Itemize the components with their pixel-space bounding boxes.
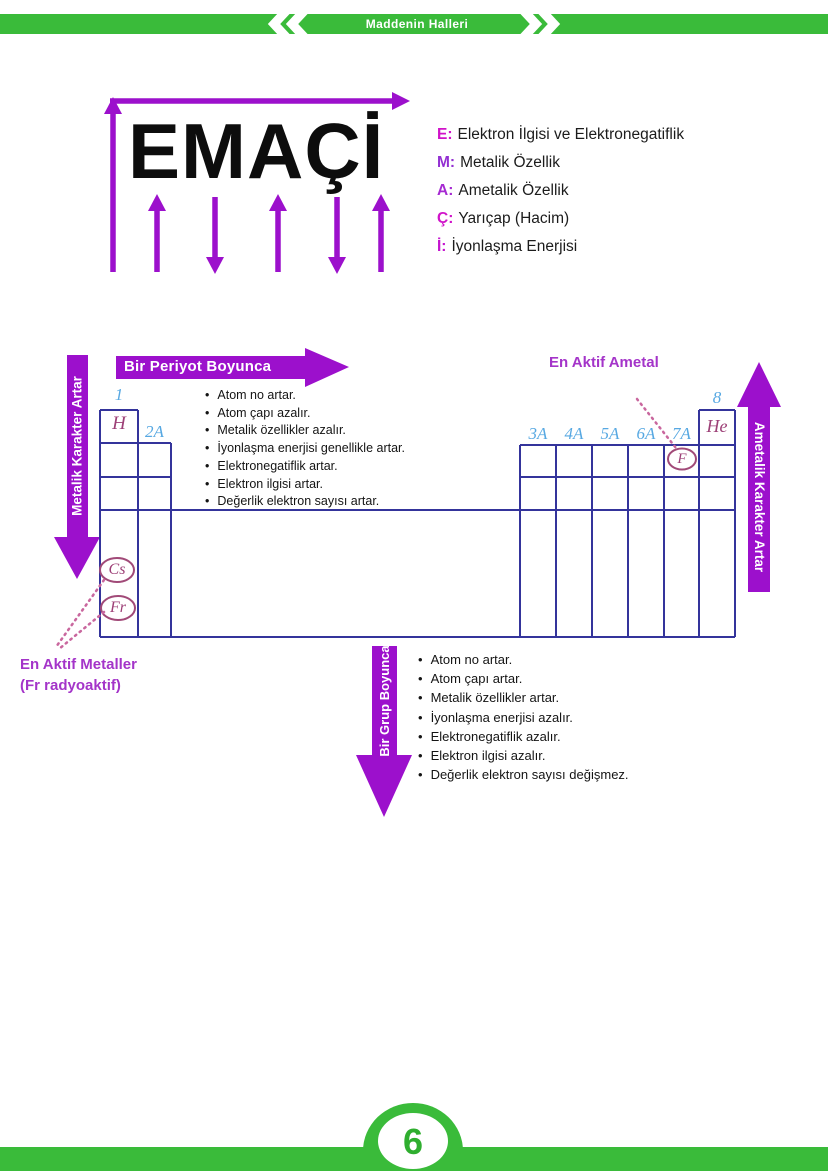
list-item: • Elektronegatiflik artar. (205, 458, 465, 476)
bullet-icon: • (205, 423, 210, 438)
bullet-icon: • (205, 494, 210, 509)
most-active-metals-note: En Aktif Metaller (Fr radyoaktif) (20, 654, 137, 696)
element-cs: Cs (108, 561, 126, 578)
bullet-icon: • (418, 748, 423, 764)
legend-letter-m: M: (437, 154, 456, 171)
legend-row-m: M:Metalik Özellik (437, 149, 727, 177)
list-item: • Metalik özellikler artar. (418, 688, 698, 707)
legend-letter-i: İ: (437, 238, 447, 255)
bullet-icon: • (418, 728, 423, 744)
bullet-text: İyonlaşma enerjisi azalır. (430, 709, 573, 725)
legend-letter-e: E: (437, 126, 453, 143)
metalik-arrow-label: Metalik Karakter Artar (69, 376, 85, 516)
list-item: • Atom çapı azalır. (205, 405, 465, 423)
bullet-text: Elektron ilgisi azalır. (430, 748, 546, 764)
bullet-text: Metalik özellikler azalır. (217, 423, 346, 438)
bullet-icon: • (205, 441, 210, 456)
metalik-arrow (54, 355, 100, 579)
bullet-icon: • (205, 405, 210, 420)
bullet-text: Değerlik elektron sayısı değişmez. (430, 767, 629, 783)
legend-row-e: E:Elektron İlgisi ve Elektronegatiflik (437, 121, 727, 149)
element-fr: Fr (110, 599, 126, 616)
group-label-6a: 6A (636, 424, 656, 443)
list-item: • Atom çapı artar. (418, 669, 698, 688)
bullet-text: Elektron ilgisi artar. (217, 476, 323, 491)
bullet-text: Atom no artar. (430, 652, 513, 667)
bullet-icon: • (205, 476, 210, 491)
group-label-8: 8 (712, 388, 722, 407)
list-item: • Değerlik elektron sayısı değişmez. (418, 765, 698, 784)
element-f: F (677, 451, 687, 467)
legend-text-a: Ametalik Özellik (458, 182, 569, 199)
legend-text-i: İyonlaşma Enerjisi (451, 238, 578, 255)
bullet-text: Değerlik elektron sayısı artar. (217, 494, 380, 509)
bullet-icon: • (418, 767, 423, 783)
group-label-4a: 4A (564, 424, 584, 443)
group-label-1: 1 (114, 385, 124, 404)
period-bullet-list: • Atom no artar. • Atom çapı azalır. • Meta… (205, 387, 465, 511)
period-banner-label: Bir Periyot Boyunca (124, 358, 272, 375)
bullet-icon: • (418, 690, 423, 706)
most-active-metals-line1: En Aktif Metaller (20, 656, 137, 673)
list-item: • Atom no artar. (418, 650, 698, 669)
mnemonic-legend: E:Elektron İlgisi ve Elektronegatiflik M… (437, 121, 727, 261)
bullet-icon: • (205, 388, 210, 402)
legend-letter-c: Ç: (437, 210, 454, 227)
bullet-icon: • (418, 652, 423, 667)
page-header-title: Maddenin Halleri (365, 17, 469, 31)
list-item: • İyonlaşma enerjisi genellikle artar. (205, 440, 465, 458)
legend-letter-a: A: (437, 182, 454, 199)
ametalik-arrow (737, 362, 781, 592)
bullet-text: Atom çapı azalır. (217, 405, 311, 420)
group-label-2a: 2A (145, 422, 164, 441)
bullet-icon: • (418, 709, 423, 725)
footer-band (0, 1103, 828, 1171)
list-item: • Elektron ilgisi azalır. (418, 746, 698, 765)
bullet-icon: • (418, 671, 423, 687)
element-h: H (112, 413, 126, 434)
bullet-icon: • (205, 458, 210, 473)
list-item: • Elektron ilgisi artar. (205, 476, 465, 494)
legend-row-a: A:Ametalik Özellik (437, 177, 727, 205)
bullet-text: Metalik özellikler artar. (430, 690, 560, 706)
list-item: • İyonlaşma enerjisi azalır. (418, 708, 698, 727)
most-active-nonmetal-note: En Aktif Ametal (549, 354, 659, 371)
period-banner-arrow (116, 348, 349, 387)
mnemonic-word: EMAÇİ (128, 107, 385, 195)
group-bullet-list: • Atom no artar. • Atom çapı artar. • Metal… (418, 650, 698, 784)
list-item: • Elektronegatiflik azalır. (418, 727, 698, 746)
list-item: • Değerlik elektron sayısı artar. (205, 493, 465, 511)
bullet-text: Elektronegatiflik azalır. (430, 728, 561, 744)
dotted-pointers (54, 397, 678, 651)
periodic-table-grid (99, 409, 736, 638)
list-item: • Atom no artar. (205, 387, 465, 405)
legend-row-c: Ç:Yarıçap (Hacim) (437, 205, 727, 233)
list-item: • Metalik özellikler azalır. (205, 422, 465, 440)
group-label-7a: 7A (672, 424, 691, 443)
header-banner (0, 5, 828, 43)
page-number: 6 (402, 1121, 424, 1162)
legend-text-c: Yarıçap (Hacim) (458, 210, 570, 227)
element-ellipses (99, 447, 697, 621)
legend-row-i: İ:İyonlaşma Enerjisi (437, 233, 727, 261)
group-label-5a: 5A (600, 424, 620, 443)
bullet-text: Atom çapı artar. (430, 671, 523, 687)
group-banner-label: Bir Grup Boyunca (377, 645, 392, 757)
emaci-arrows (104, 92, 410, 274)
most-active-metals-line2: (Fr radyoaktif) (20, 677, 121, 694)
element-he: He (706, 416, 728, 436)
header-chevrons (267, 5, 561, 43)
ametalik-arrow-label: Ametalik Karakter Artar (752, 421, 767, 573)
group-label-3a: 3A (528, 424, 548, 443)
legend-text-e: Elektron İlgisi ve Elektronegatiflik (457, 126, 685, 143)
group-arrow (356, 646, 412, 817)
bullet-text: Atom no artar. (217, 388, 296, 402)
bullet-text: İyonlaşma enerjisi genellikle artar. (217, 441, 405, 456)
legend-text-m: Metalik Özellik (460, 154, 560, 171)
bullet-text: Elektronegatiflik artar. (217, 458, 338, 473)
